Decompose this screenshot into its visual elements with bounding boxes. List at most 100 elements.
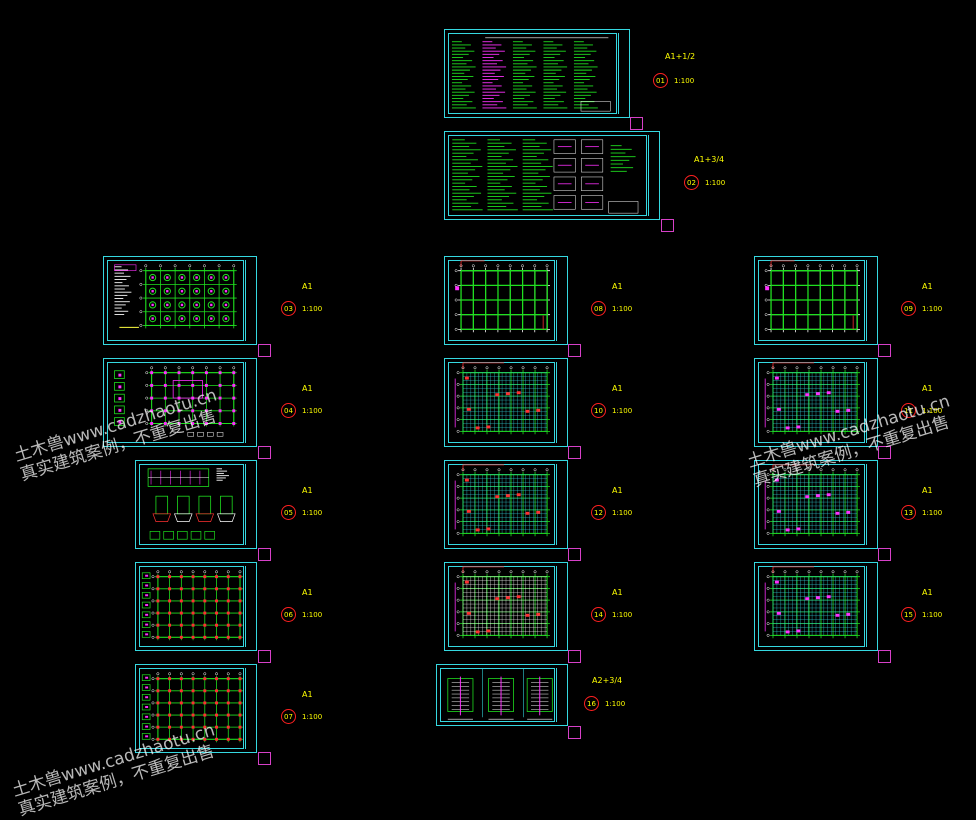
sheet-number-circle: 01 — [653, 73, 668, 88]
sheet-border — [448, 362, 555, 443]
sheet-tab-marker — [878, 446, 891, 459]
sheet-size-label: A1 — [612, 282, 623, 291]
title-block — [648, 135, 656, 216]
sheet-tab-marker — [630, 117, 643, 130]
drawing-sheet-07[interactable] — [135, 664, 257, 753]
sheet-tab-marker — [878, 344, 891, 357]
sheet-border — [448, 566, 555, 647]
sheet-drawing-content — [454, 464, 550, 537]
sheet-border — [107, 260, 244, 341]
title-block — [245, 566, 253, 647]
sheet-border — [448, 260, 555, 341]
drawing-sheet-09[interactable] — [754, 256, 878, 345]
drawing-sheet-13[interactable] — [754, 460, 878, 549]
sheet-border — [758, 566, 865, 647]
sheet-drawing-content — [141, 672, 243, 743]
sheet-border — [448, 33, 617, 114]
sheet-scale-label: 1:100 — [612, 611, 633, 619]
sheet-scale-label: 1:100 — [922, 407, 943, 415]
sheet-scale-label: 1:100 — [612, 509, 633, 517]
sheet-drawing-content — [454, 566, 550, 639]
drawing-sheet-04[interactable] — [103, 358, 257, 447]
sheet-number-circle: 04 — [281, 403, 296, 418]
title-block — [618, 33, 626, 114]
sheet-drawing-content — [454, 362, 550, 435]
sheet-size-label: A1 — [922, 384, 933, 393]
drawing-sheet-08[interactable] — [444, 256, 568, 345]
title-block — [245, 668, 253, 749]
sheet-size-label: A1 — [612, 486, 623, 495]
sheet-size-label: A1 — [612, 384, 623, 393]
sheet-drawing-content — [452, 139, 639, 214]
sheet-number-circle: 11 — [901, 403, 916, 418]
sheet-drawing-content — [764, 464, 860, 537]
drawing-sheet-12[interactable] — [444, 460, 568, 549]
sheet-border — [139, 566, 244, 647]
sheet-size-label: A1 — [922, 282, 933, 291]
drawing-sheet-15[interactable] — [754, 562, 878, 651]
title-block — [245, 362, 253, 443]
sheet-scale-label: 1:100 — [302, 713, 323, 721]
title-block — [866, 566, 874, 647]
sheet-number-circle: 07 — [281, 709, 296, 724]
sheet-number-circle: 15 — [901, 607, 916, 622]
sheet-size-label: A2+3/4 — [592, 676, 623, 685]
sheet-drawing-content — [764, 362, 860, 435]
sheet-number-circle: 10 — [591, 403, 606, 418]
title-block — [556, 464, 564, 545]
sheet-border — [139, 668, 244, 749]
sheet-size-label: A1 — [302, 486, 313, 495]
sheet-tab-marker — [568, 650, 581, 663]
sheet-drawing-content — [114, 366, 237, 437]
sheet-size-label: A1 — [302, 588, 313, 597]
sheet-tab-marker — [878, 650, 891, 663]
sheet-tab-marker — [568, 548, 581, 561]
title-block — [866, 362, 874, 443]
sheet-border — [758, 260, 865, 341]
title-block — [866, 260, 874, 341]
sheet-drawing-content — [141, 570, 243, 641]
sheet-border — [448, 464, 555, 545]
sheet-size-label: A1 — [302, 282, 313, 291]
drawing-sheet-11[interactable] — [754, 358, 878, 447]
sheet-drawing-content — [764, 566, 860, 639]
sheet-number-circle: 14 — [591, 607, 606, 622]
sheet-scale-label: 1:100 — [674, 77, 695, 85]
drawing-sheet-01[interactable] — [444, 29, 630, 118]
sheet-number-circle: 12 — [591, 505, 606, 520]
sheet-scale-label: 1:100 — [922, 305, 943, 313]
sheet-drawing-content — [147, 468, 236, 540]
sheet-tab-marker — [568, 726, 581, 739]
sheet-tab-marker — [568, 344, 581, 357]
title-block — [556, 566, 564, 647]
sheet-drawing-content — [454, 260, 550, 333]
drawing-sheet-14[interactable] — [444, 562, 568, 651]
drawing-sheet-10[interactable] — [444, 358, 568, 447]
drawing-sheet-16[interactable] — [436, 664, 568, 726]
sheet-number-circle: 16 — [584, 696, 599, 711]
drawing-sheet-05[interactable] — [135, 460, 257, 549]
sheet-scale-label: 1:100 — [612, 407, 633, 415]
sheet-scale-label: 1:100 — [705, 179, 726, 187]
sheet-number-circle: 02 — [684, 175, 699, 190]
drawing-sheet-02[interactable] — [444, 131, 660, 220]
sheet-tab-marker — [258, 344, 271, 357]
sheet-size-label: A1 — [302, 384, 313, 393]
title-block — [245, 260, 253, 341]
sheet-tab-marker — [258, 548, 271, 561]
sheet-scale-label: 1:100 — [302, 407, 323, 415]
sheet-tab-marker — [568, 446, 581, 459]
drawing-sheet-03[interactable] — [103, 256, 257, 345]
sheet-tab-marker — [878, 548, 891, 561]
sheet-size-label: A1+1/2 — [665, 52, 696, 61]
drawing-sheet-06[interactable] — [135, 562, 257, 651]
sheet-scale-label: 1:100 — [922, 611, 943, 619]
sheet-number-circle: 03 — [281, 301, 296, 316]
sheet-drawing-content — [114, 264, 237, 329]
sheet-scale-label: 1:100 — [612, 305, 633, 313]
sheet-scale-label: 1:100 — [302, 611, 323, 619]
title-block — [556, 362, 564, 443]
sheet-scale-label: 1:100 — [302, 305, 323, 313]
sheet-number-circle: 13 — [901, 505, 916, 520]
